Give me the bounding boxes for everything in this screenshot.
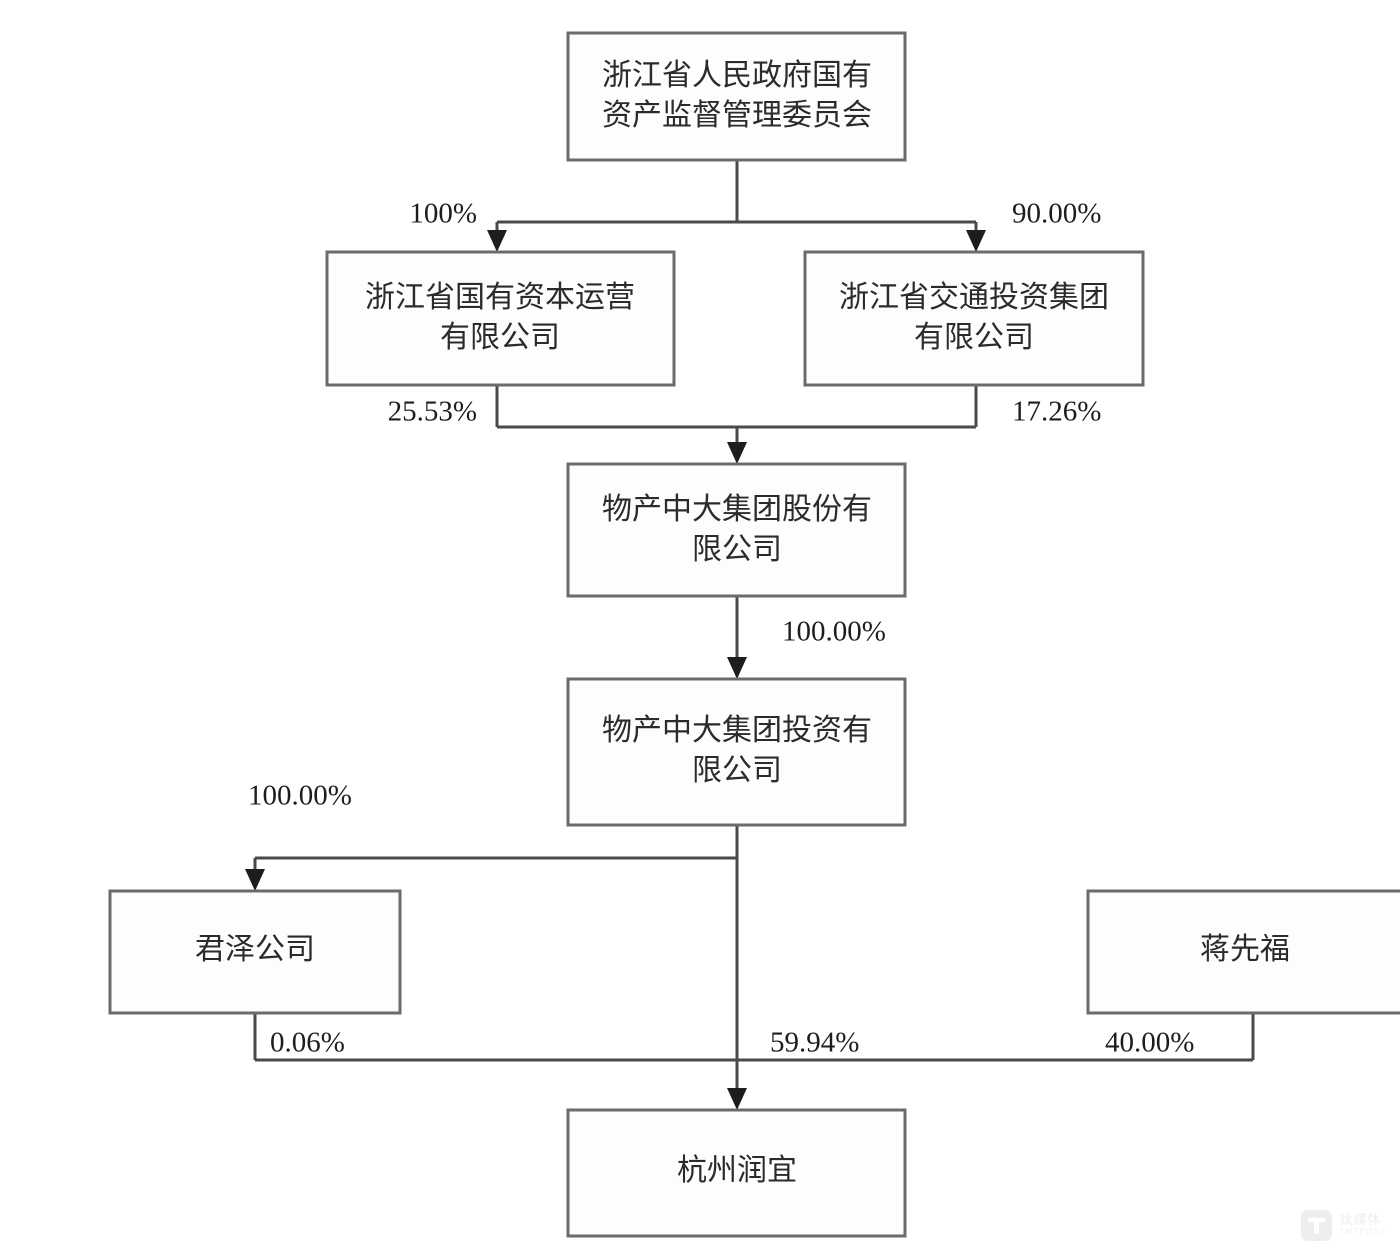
edge-label-25-53-percent: 25.53% xyxy=(388,396,477,428)
node-wuchan-zhongda-group[interactable]: 物产中大集团股份有 限公司 xyxy=(566,462,907,598)
node-label-wuchan-group-line2: 限公司 xyxy=(692,533,782,566)
node-junze-company[interactable]: 君泽公司 xyxy=(108,889,402,1015)
edge-label-90-percent-transport: 90.00% xyxy=(1012,198,1101,230)
arrowhead-capital-op xyxy=(487,230,507,252)
node-group: 浙江省人民政府国有 资产监督管理委员会 浙江省国有资本运营 有限公司 浙江省交通… xyxy=(108,31,1400,1238)
node-label-transport-investment-line1: 浙江省交通投资集团 xyxy=(839,281,1109,314)
arrowhead-wuchan-inv xyxy=(727,657,747,679)
node-box-zhejiang-capital-operation[interactable] xyxy=(325,250,676,387)
arrowhead-junze xyxy=(245,869,265,891)
node-label-capital-operation-line2: 有限公司 xyxy=(440,321,560,354)
edge-group xyxy=(245,160,1255,1110)
arrowhead-wuchan-group xyxy=(727,442,747,464)
node-label-transport-investment-line2: 有限公司 xyxy=(914,321,1034,354)
node-label-wuchan-investment-line2: 限公司 xyxy=(692,754,782,787)
edge-label-40-00-percent: 40.00% xyxy=(1105,1027,1194,1059)
node-label-hangzhou-runyi: 杭州润宜 xyxy=(677,1154,797,1187)
edge-label-0-06-percent: 0.06% xyxy=(270,1027,345,1059)
node-zhejiang-transport-investment[interactable]: 浙江省交通投资集团 有限公司 xyxy=(803,250,1145,387)
edge-label-group: 100% 90.00% 25.53% 17.26% 100.00% 100.00… xyxy=(248,198,1194,1059)
node-label-wuchan-group-line1: 物产中大集团股份有 xyxy=(602,493,872,526)
node-label-wuchan-investment-line1: 物产中大集团投资有 xyxy=(602,714,872,747)
edge-label-59-94-percent: 59.94% xyxy=(770,1027,859,1059)
node-label-capital-operation-line1: 浙江省国有资本运营 xyxy=(365,281,635,314)
node-zhejiang-capital-operation[interactable]: 浙江省国有资本运营 有限公司 xyxy=(325,250,676,387)
node-box-wuchan-zhongda-group[interactable] xyxy=(566,462,907,598)
arrowhead-transport xyxy=(966,230,986,252)
node-hangzhou-runyi[interactable]: 杭州润宜 xyxy=(566,1108,907,1238)
node-label-zhejiang-sasac-line2: 资产监督管理委员会 xyxy=(602,99,872,132)
arrowhead-hangzhou xyxy=(727,1088,747,1110)
node-box-hangzhou-runyi[interactable] xyxy=(566,1108,907,1238)
node-label-zhejiang-sasac-line1: 浙江省人民政府国有 xyxy=(602,59,872,92)
node-box-zhejiang-transport-investment[interactable] xyxy=(803,250,1145,387)
edge-label-100-percent-capital-op: 100% xyxy=(409,198,477,230)
edge-label-100-percent-junze: 100.00% xyxy=(248,780,352,812)
node-box-junze-company[interactable] xyxy=(108,889,402,1015)
node-box-zhejiang-sasac[interactable] xyxy=(566,31,907,162)
edge-label-100-percent-investment: 100.00% xyxy=(782,616,886,648)
node-jiang-xianfu[interactable]: 蒋先福 xyxy=(1086,889,1400,1015)
node-box-jiang-xianfu[interactable] xyxy=(1086,889,1400,1015)
node-wuchan-zhongda-investment[interactable]: 物产中大集团投资有 限公司 xyxy=(566,677,907,827)
node-box-wuchan-zhongda-investment[interactable] xyxy=(566,677,907,827)
node-label-junze-company: 君泽公司 xyxy=(195,933,315,966)
node-zhejiang-sasac[interactable]: 浙江省人民政府国有 资产监督管理委员会 xyxy=(566,31,907,162)
edge-label-17-26-percent: 17.26% xyxy=(1012,396,1101,428)
node-label-jiang-xianfu: 蒋先福 xyxy=(1200,933,1290,966)
